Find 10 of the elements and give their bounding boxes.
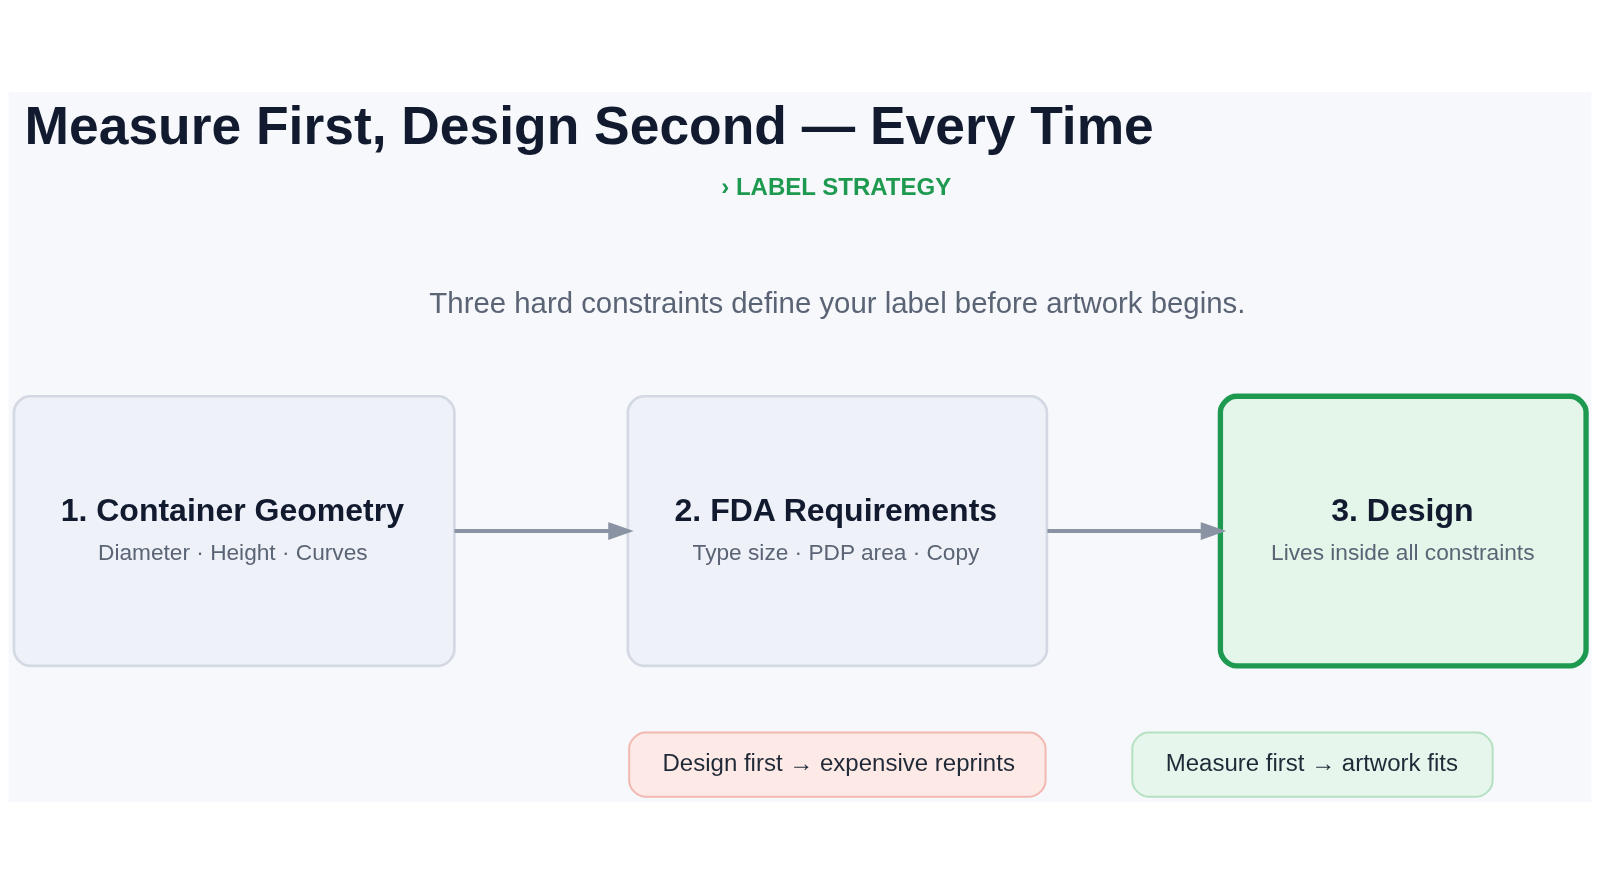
diagram-title: Measure First, Design Second — Every Time (24, 95, 1154, 155)
node-box: 2. FDA Requirements Type size · PDP area · Copy (626, 394, 1049, 667)
node-box: 1. Container Geometry Diameter · Height · Curves (12, 394, 456, 667)
node-box: Measure first → artwork fits (1131, 731, 1494, 798)
arrow (1047, 521, 1227, 540)
label: Three hard constraints define your label before artwork begins. (429, 285, 1246, 319)
node-box: 3. Design Lives inside all constraints (1217, 393, 1589, 669)
arrow (454, 521, 634, 540)
label: › LABEL STRATEGY (721, 172, 952, 200)
node-box: Design first → expensive reprints (628, 731, 1047, 798)
